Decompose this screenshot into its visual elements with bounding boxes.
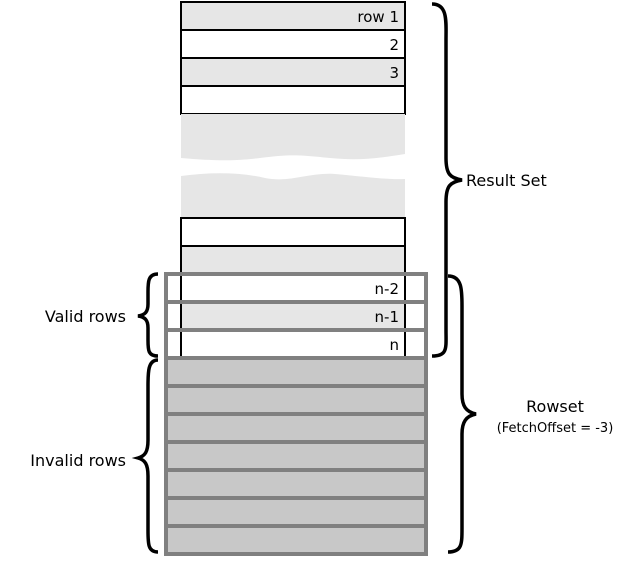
result-row-4 <box>180 85 406 115</box>
invalid-row <box>166 442 426 470</box>
row-label: n <box>389 336 399 354</box>
result-row-n: n <box>180 329 406 359</box>
invalid-row <box>166 358 426 386</box>
invalid-rows-brace <box>131 358 159 554</box>
rowset-brace <box>447 274 477 554</box>
result-row-2: 2 <box>180 29 406 59</box>
result-row-n-2: n-2 <box>180 273 406 303</box>
row-label: 3 <box>389 64 399 82</box>
valid-rows-brace <box>137 272 159 358</box>
row-label: n-1 <box>375 308 399 326</box>
result-set-top-rows: row 1 2 3 <box>180 1 406 115</box>
result-row-n-3 <box>180 245 406 275</box>
rowset-label: Rowset <box>526 397 584 416</box>
row-label: n-2 <box>375 280 399 298</box>
invalid-row <box>166 526 426 554</box>
invalid-rows-label: Invalid rows <box>30 451 126 470</box>
result-set-break <box>181 114 405 218</box>
result-row-n-1: n-1 <box>180 301 406 331</box>
result-row-3: 3 <box>180 57 406 87</box>
invalid-row <box>166 470 426 498</box>
invalid-row <box>166 386 426 414</box>
valid-rows-label: Valid rows <box>45 307 126 326</box>
result-set-brace <box>431 2 463 358</box>
break-lower-section <box>181 173 405 218</box>
result-set-bottom-rows: n-2 n-1 n <box>180 217 406 359</box>
result-row-1: row 1 <box>180 1 406 31</box>
invalid-rows <box>166 358 426 554</box>
rowset-frame <box>164 272 428 556</box>
result-row-n-4 <box>180 217 406 247</box>
rowset-sublabel: (FetchOffset = -3) <box>497 421 614 436</box>
row-label: row 1 <box>357 8 399 26</box>
row-label: 2 <box>389 36 399 54</box>
result-set-label: Result Set <box>466 171 547 190</box>
invalid-row <box>166 498 426 526</box>
break-upper-section <box>181 114 405 161</box>
invalid-row <box>166 414 426 442</box>
